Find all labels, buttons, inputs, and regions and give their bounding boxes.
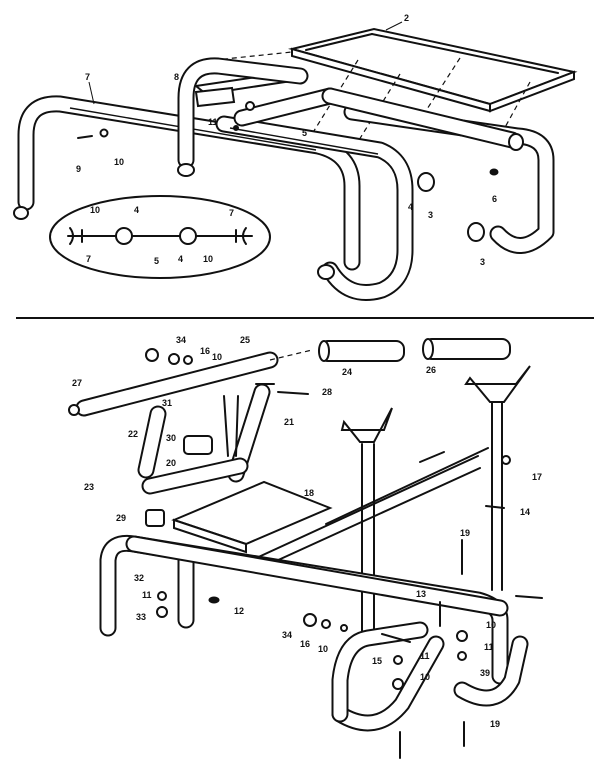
- callout-label: 10: [318, 644, 328, 654]
- callout-label: 12: [234, 606, 244, 616]
- end-caps: [317, 133, 524, 280]
- callout-label: 10: [114, 157, 124, 167]
- handle-bar-part: [68, 348, 313, 417]
- callout-label: 2: [404, 13, 409, 23]
- callout-label: 8: [174, 72, 179, 82]
- callout-label: 7: [86, 254, 91, 264]
- callout-label: 30: [166, 433, 176, 443]
- callout-label: 19: [490, 719, 500, 729]
- top-assembly: 2 7 8 11 5 9 10 4 3 6 3 10 4 7 7 5 4 10: [13, 13, 578, 301]
- bottom-callouts: 34 16 10 25 24 26 27 28 31 21 22 30 20 2…: [72, 335, 542, 729]
- callout-label: 18: [304, 488, 314, 498]
- callout-label: 26: [426, 365, 436, 375]
- callout-label: 13: [416, 589, 426, 599]
- callout-label: 14: [520, 507, 530, 517]
- bottom-assembly: 34 16 10 25 24 26 27 28 31 21 22 30 20 2…: [68, 335, 543, 759]
- tray-part: [195, 27, 578, 149]
- top-callouts: 2 7 8 11 5 9 10 4 3 6 3 10 4 7 7 5 4 10: [76, 13, 497, 267]
- callout-label: 19: [460, 528, 470, 538]
- callout-label: 3: [480, 257, 485, 267]
- detail-inset: [49, 195, 271, 279]
- callout-label: 10: [486, 620, 496, 630]
- callout-label: 10: [90, 205, 100, 215]
- callout-label: 7: [85, 72, 90, 82]
- top-hardware: [77, 101, 255, 139]
- callout-label: 20: [166, 458, 176, 468]
- bottom-hardware: [156, 391, 543, 759]
- callout-label: 27: [72, 378, 82, 388]
- callout-label: 22: [128, 429, 138, 439]
- callout-label: 23: [84, 482, 94, 492]
- cylinder-part: [137, 405, 249, 495]
- callout-label: 34: [176, 335, 186, 345]
- callout-label: 15: [372, 656, 382, 666]
- sliding-rails: [251, 447, 489, 573]
- callout-label: 34: [282, 630, 292, 640]
- callout-label: 7: [229, 208, 234, 218]
- callout-label: 4: [134, 205, 139, 215]
- callout-label: 10: [212, 352, 222, 362]
- callout-label: 5: [154, 256, 159, 266]
- callout-label: 17: [532, 472, 542, 482]
- callout-label: 33: [136, 612, 146, 622]
- callout-label: 39: [480, 668, 490, 678]
- callout-label: 11: [420, 651, 430, 661]
- seat-part: [145, 480, 333, 554]
- callout-label: 21: [284, 417, 294, 427]
- callout-label: 5: [302, 128, 307, 138]
- callout-label: 25: [240, 335, 250, 345]
- left-tube-frame: [13, 57, 361, 271]
- callout-label: 10: [203, 254, 213, 264]
- base-frame: [99, 534, 529, 732]
- callout-label: 28: [322, 387, 332, 397]
- callout-label: 24: [342, 367, 352, 377]
- callout-label: 6: [492, 194, 497, 204]
- callout-label: 31: [162, 398, 172, 408]
- right-tube-frame: [215, 103, 555, 301]
- callout-label: 11: [484, 642, 494, 652]
- callout-label: 9: [76, 164, 81, 174]
- callout-label: 11: [208, 117, 218, 127]
- callout-label: 29: [116, 513, 126, 523]
- foam-pads: [318, 338, 511, 362]
- crossbar-part: [233, 87, 521, 149]
- upright-posts: [340, 365, 531, 641]
- callout-label: 10: [420, 672, 430, 682]
- callout-label: 11: [142, 590, 152, 600]
- callout-label: 16: [300, 639, 310, 649]
- callout-label: 3: [428, 210, 433, 220]
- callout-label: 4: [408, 202, 413, 212]
- callout-label: 4: [178, 254, 183, 264]
- callout-label: 16: [200, 346, 210, 356]
- callout-label: 32: [134, 573, 144, 583]
